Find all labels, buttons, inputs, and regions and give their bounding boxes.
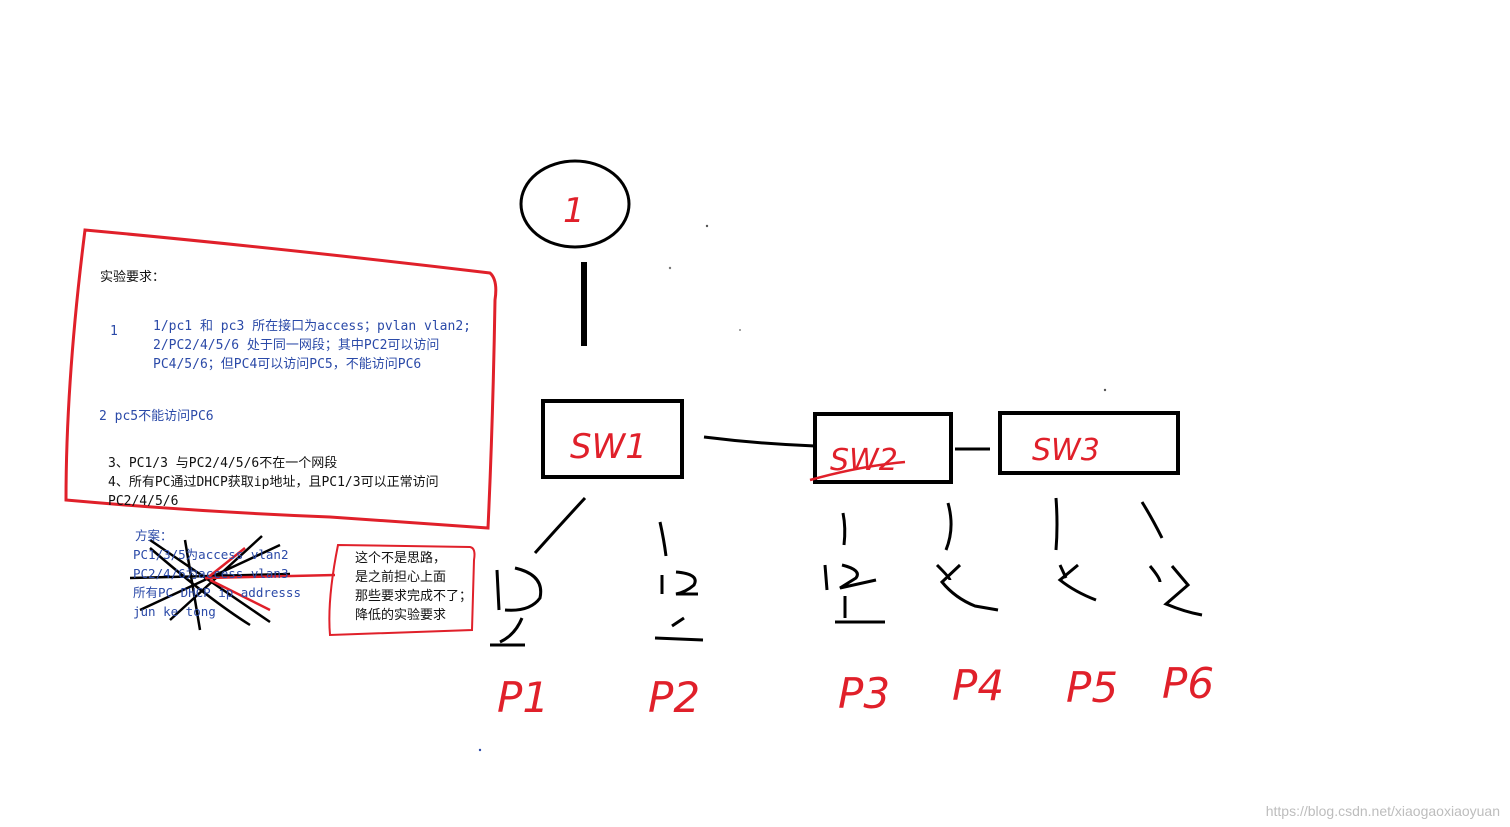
requirement-1-line-2: 2/PC2/4/5/6 处于同一网段；其中PC2可以访问 (153, 338, 440, 353)
pc6-label: P6 (1162, 659, 1214, 708)
pc4-label: P4 (952, 661, 1004, 710)
pc6-drop-link (1140, 501, 1164, 539)
pc4-port-glyph (935, 563, 999, 612)
pc5-drop-link (1054, 497, 1059, 551)
plan-line-1: PC1/3/5为access vlan2 (133, 547, 289, 562)
pc5-port-glyph (1057, 563, 1097, 602)
requirement-3: 3、PC1/3 与PC2/4/5/6不在一个网段 (108, 456, 338, 471)
sw3-box (998, 411, 1180, 475)
requirements-outline (64, 228, 498, 530)
stray-dot (668, 266, 672, 270)
plan-title: 方案： (135, 528, 173, 543)
requirement-1-line-1: 1/pc1 和 pc3 所在接口为access；pvlan vlan2; (153, 319, 471, 334)
requirement-4-line-2: PC2/4/5/6 (108, 494, 179, 509)
requirement-1-number: 1 (110, 324, 118, 339)
note-line-2: 是之前担心上面 (355, 570, 447, 585)
requirement-4-line-1: 4、所有PC通过DHCP获取ip地址，且PC1/3可以正常访问 (108, 475, 439, 490)
plan-crossout-red-arrow (204, 547, 336, 612)
pc1-port-glyph (490, 566, 543, 647)
stray-dot (739, 329, 741, 331)
note-outline (328, 543, 476, 637)
pc1-drop-link (533, 496, 587, 554)
pc3-port-glyph (823, 563, 885, 624)
note-line-3: 那些要求完成不了； (355, 589, 473, 604)
pc2-port-glyph (654, 570, 704, 642)
stray-dot (1103, 388, 1107, 392)
requirement-1-line-3: PC4/5/6；但PC4可以访问PC5，不能访问PC6 (153, 357, 422, 372)
stray-dot (478, 748, 482, 752)
note-line-1: 这个不是思路， (355, 551, 447, 566)
requirements-title: 实验要求： (100, 270, 166, 285)
pc2-drop-link (658, 521, 668, 557)
requirement-2: 2 pc5不能访问PC6 (99, 409, 214, 424)
pc3-label: P3 (838, 669, 890, 718)
plan-line-4: jun ke tong (133, 604, 216, 619)
pc2-label: P2 (648, 673, 700, 722)
sw2-red-underline (809, 460, 906, 482)
stray-dot (705, 224, 709, 228)
router-label: 1 (563, 191, 585, 231)
pc5-label: P5 (1066, 663, 1118, 712)
plan-line-2: PC2/4/6为access vlan3 (133, 566, 289, 581)
pc1-label: P1 (497, 673, 549, 722)
pc3-drop-link (841, 512, 847, 546)
sw1-box (541, 399, 684, 479)
sw1-sw2-link (703, 435, 816, 448)
pc4-drop-link (944, 502, 953, 551)
note-line-4: 降低的实验要求 (355, 608, 447, 623)
sw1-label: SW1 (570, 427, 647, 467)
sw3-label: SW3 (1032, 433, 1100, 468)
router-circle (519, 159, 631, 249)
plan-line-3: 所有PC DHCP ip addresss (133, 585, 301, 600)
watermark-url: https://blog.csdn.net/xiaogaoxiaoyuan (1265, 803, 1500, 819)
sw2-box (813, 412, 953, 484)
pc6-port-glyph (1148, 565, 1203, 617)
